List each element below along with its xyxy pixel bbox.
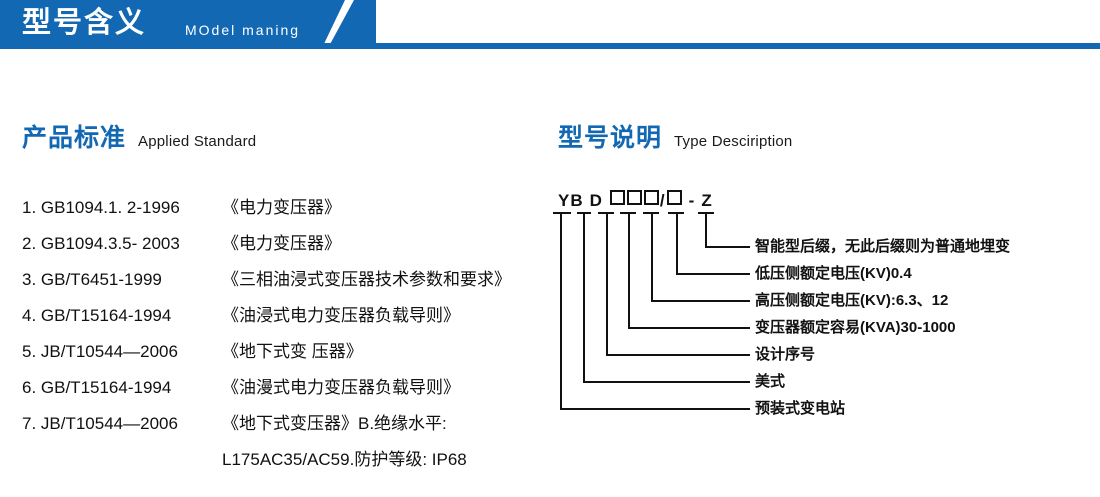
legend-label-1: 智能型后缀，无此后缀则为普通地埋变 bbox=[755, 238, 1011, 255]
section-heading-left-cn: 产品标准 bbox=[22, 124, 127, 152]
leader-vertical-3 bbox=[651, 212, 653, 302]
list-item: 4. GB/T15164-1994 《油浸式电力变压器负载导则》 bbox=[22, 298, 542, 334]
code-part-d: D bbox=[589, 191, 603, 210]
standard-code: 6. GB/T15164-1994 bbox=[22, 378, 172, 397]
section-heading-right-cn: 型号说明 bbox=[558, 124, 663, 152]
section-heading-right-en: Type Desciription bbox=[674, 133, 793, 150]
type-code-string: YB D / -Z bbox=[558, 190, 713, 211]
list-item: 1. GB1094.1. 2-1996 《电力变压器》 bbox=[22, 190, 542, 226]
leader-vertical-7 bbox=[560, 212, 562, 410]
standard-code: 2. GB1094.3.5- 2003 bbox=[22, 234, 180, 253]
leader-vertical-6 bbox=[583, 212, 585, 383]
standard-title: 《油漫式电力变压器负载导则》 bbox=[222, 378, 460, 397]
leader-horizontal-2 bbox=[676, 273, 750, 275]
standard-code: 3. GB/T6451-1999 bbox=[22, 270, 162, 289]
code-box-hv bbox=[626, 190, 642, 205]
standard-code: 1. GB1094.1. 2-1996 bbox=[22, 198, 180, 217]
standard-code: 5. JB/T10544—2006 bbox=[22, 342, 178, 361]
leader-vertical-2 bbox=[676, 212, 678, 275]
standard-title: 《电力变压器》 bbox=[222, 234, 341, 253]
standard-title: 《地下式变 压器》 bbox=[222, 342, 363, 361]
legend-label-2: 低压侧额定电压(KV)0.4 bbox=[755, 265, 912, 282]
list-item: 5. JB/T10544—2006 《地下式变 压器》 bbox=[22, 334, 542, 370]
list-item: 6. GB/T15164-1994 《油漫式电力变压器负载导则》 bbox=[22, 370, 542, 406]
legend-label-5: 设计序号 bbox=[755, 346, 816, 363]
leader-horizontal-5 bbox=[606, 354, 750, 356]
standard-title: 《油浸式电力变压器负载导则》 bbox=[222, 306, 460, 325]
legend-label-3: 高压侧额定电压(KV):6.3、12 bbox=[755, 292, 949, 309]
standards-list: 1. GB1094.1. 2-1996 《电力变压器》 2. GB1094.3.… bbox=[22, 190, 542, 478]
leader-vertical-4 bbox=[628, 212, 630, 329]
code-part-slash: / bbox=[659, 191, 666, 210]
standard-code: 4. GB/T15164-1994 bbox=[22, 306, 172, 325]
list-item: 3. GB/T6451-1999 《三相油浸式变压器技术参数和要求》 bbox=[22, 262, 542, 298]
standard-title: 《电力变压器》 bbox=[222, 198, 341, 217]
leader-horizontal-7 bbox=[560, 408, 750, 410]
legend-label-4: 变压器额定容易(KVA)30-1000 bbox=[755, 319, 956, 336]
leader-horizontal-1 bbox=[705, 246, 750, 248]
tick-underline-yb bbox=[553, 212, 571, 214]
standard-title: 《三相油浸式变压器技术参数和要求》 bbox=[222, 270, 511, 289]
code-part-dash: - bbox=[688, 191, 696, 210]
section-heading-left-en: Applied Standard bbox=[138, 133, 257, 150]
legend-label-6: 美式 bbox=[755, 373, 786, 390]
banner-title-cn: 型号含义 bbox=[22, 7, 147, 39]
legend-label-7: 预装式变电站 bbox=[755, 400, 846, 417]
leader-horizontal-4 bbox=[628, 327, 750, 329]
banner-underline bbox=[0, 43, 1100, 49]
leader-vertical-5 bbox=[606, 212, 608, 356]
leader-vertical-1 bbox=[705, 212, 707, 248]
code-box-design bbox=[643, 190, 659, 205]
code-box-capacity bbox=[609, 190, 625, 205]
list-item: 2. GB1094.3.5- 2003 《电力变压器》 bbox=[22, 226, 542, 262]
leader-horizontal-6 bbox=[583, 381, 750, 383]
section-heading-applied-standard: 产品标准 Applied Standard bbox=[22, 118, 256, 154]
list-item: 7. JB/T10544—2006 《地下式变压器》B.绝缘水平: bbox=[22, 406, 542, 442]
page-banner: 型号含义 MOdel maning bbox=[0, 0, 1100, 55]
code-part-yb: YB bbox=[558, 191, 584, 210]
standard-title: 《地下式变压器》B.绝缘水平: bbox=[222, 414, 447, 433]
code-part-z: Z bbox=[701, 191, 713, 210]
banner-shape bbox=[0, 0, 345, 48]
banner-title-en: MOdel maning bbox=[185, 22, 301, 38]
standard-code: 7. JB/T10544—2006 bbox=[22, 414, 178, 433]
leader-horizontal-3 bbox=[651, 300, 750, 302]
standard-continuation: L175AC35/AC59.防护等级: IP68 bbox=[222, 450, 467, 469]
section-heading-type-description: 型号说明 Type Desciription bbox=[558, 118, 792, 154]
code-box-lv bbox=[666, 190, 682, 205]
